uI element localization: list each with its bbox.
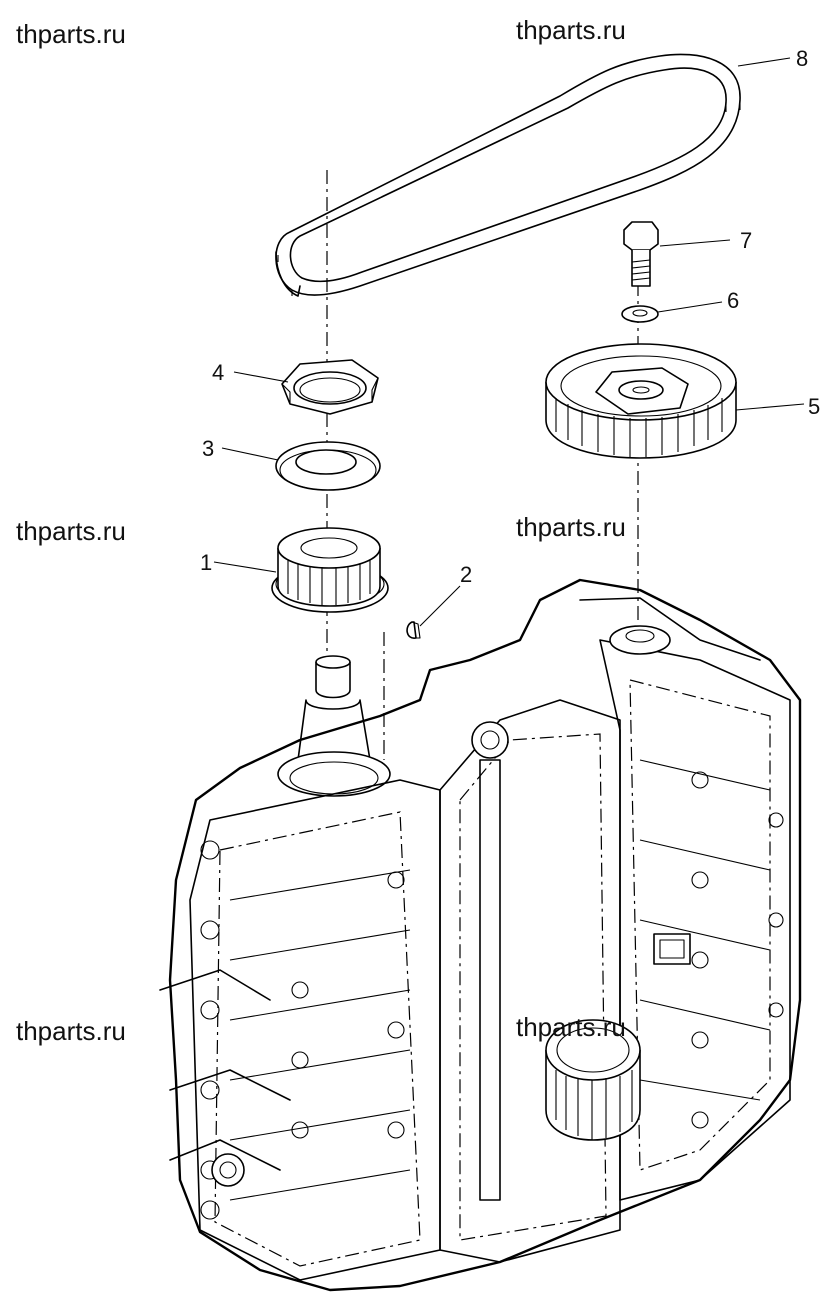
drive-pulley[interactable] xyxy=(271,527,389,613)
callout-2[interactable]: 2 xyxy=(460,562,472,587)
nut[interactable] xyxy=(281,359,379,415)
leader-line-1 xyxy=(213,561,277,573)
leader-line-5 xyxy=(735,403,805,411)
leader-line-8 xyxy=(737,57,791,67)
callout-1[interactable]: 1 xyxy=(200,550,212,575)
callout-3[interactable]: 3 xyxy=(202,436,214,461)
watermark-text: thparts.ru xyxy=(16,19,126,49)
driven-pulley[interactable] xyxy=(545,343,737,459)
watermark-text: thparts.ru xyxy=(516,512,626,542)
callout-5[interactable]: 5 xyxy=(808,394,820,419)
callout-4[interactable]: 4 xyxy=(212,360,224,385)
bolt[interactable] xyxy=(623,221,659,287)
watermark-text: thparts.ru xyxy=(516,15,626,45)
callout-7[interactable]: 7 xyxy=(740,228,752,253)
callout-8[interactable]: 8 xyxy=(796,46,808,71)
washer-plate[interactable] xyxy=(275,441,381,491)
engine-block xyxy=(159,578,802,1292)
leader-line-4 xyxy=(233,371,289,383)
leader-line-3 xyxy=(221,447,279,461)
watermark-text: thparts.ru xyxy=(516,1012,626,1042)
callout-6[interactable]: 6 xyxy=(727,288,739,313)
timing-belt[interactable] xyxy=(275,53,741,297)
leader-line-7 xyxy=(659,239,731,247)
woodruff-key[interactable] xyxy=(406,621,421,639)
washer[interactable] xyxy=(621,305,659,323)
watermark-text: thparts.ru xyxy=(16,516,126,546)
leader-line-2 xyxy=(419,585,461,627)
watermark-text: thparts.ru xyxy=(16,1016,126,1046)
leader-line-6 xyxy=(657,301,723,313)
